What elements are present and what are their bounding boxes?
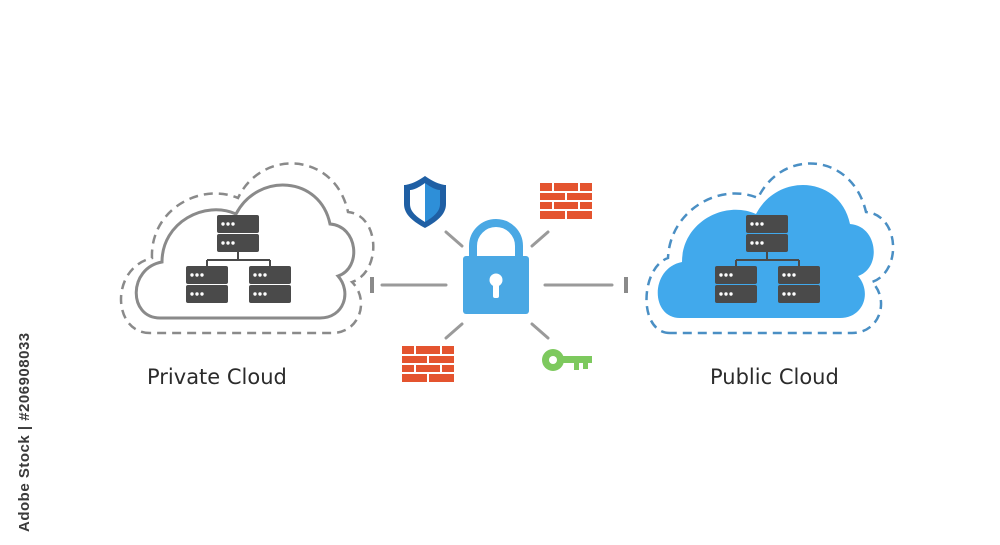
stock-id-watermark: Adobe Stock | #206908033 [16, 332, 33, 532]
private-cloud-label: Private Cloud [147, 365, 287, 389]
private-cloud [119, 162, 375, 335]
firewall-brick-icon-bottom [401, 345, 455, 383]
connector-lines [380, 230, 614, 340]
public-cloud [645, 162, 895, 335]
firewall-brick-icon-top [539, 182, 593, 220]
key-icon [542, 349, 592, 371]
public-cloud-label: Public Cloud [710, 365, 839, 389]
connector-bottom-left [444, 322, 464, 340]
private-cloud-dashed-outline [119, 162, 375, 335]
connector-top-right [530, 230, 550, 248]
connector-top-left [444, 230, 464, 248]
padlock-icon [463, 219, 529, 314]
connector-left-endcap [370, 277, 374, 293]
shield-icon [404, 176, 446, 228]
connector-right-endcap [624, 277, 628, 293]
connector-bottom-right [530, 322, 550, 340]
